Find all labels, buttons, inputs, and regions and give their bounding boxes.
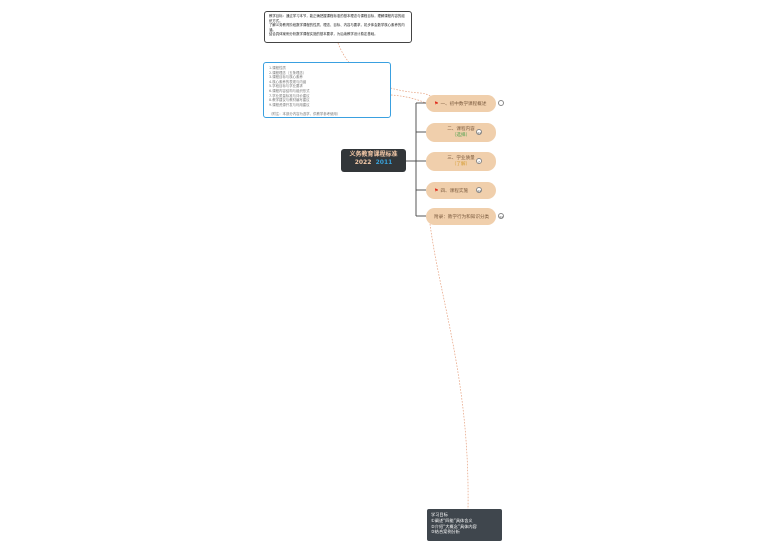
- topic-tag: （选择）: [451, 132, 471, 138]
- topic-tag: （了解）: [451, 161, 471, 167]
- flag-icon: ⚑: [434, 100, 439, 107]
- topic-label: 三、学业质量: [447, 156, 475, 161]
- topic-label: 一、初中数学课程概述: [440, 101, 487, 107]
- collapse-count[interactable]: 7: [476, 158, 482, 164]
- collapse-count[interactable]: 44: [476, 187, 482, 193]
- topic-appendix[interactable]: 附录：教学行为和知识分类: [426, 208, 496, 225]
- collapse-toggle[interactable]: [498, 100, 504, 106]
- topic-content[interactable]: 二、课程内容 （选择）: [426, 123, 496, 142]
- central-year-2022: 2022: [354, 159, 372, 166]
- central-year-2011: 2011: [375, 159, 393, 166]
- collapse-count[interactable]: 44: [476, 129, 482, 135]
- branch-lines: [406, 102, 426, 217]
- floating-topic-learning-goals[interactable]: 学习目标 ①阐述“四能”具体含义 ②介绍“大概念”具体内容 ③结合案例分析: [427, 509, 502, 541]
- relation-line-bottom: [429, 223, 469, 510]
- topic-implementation[interactable]: ⚑ 四、课程实施: [426, 182, 496, 199]
- note-learning-goals: 教学目标：通过学习本节，能正确把握课程标准的基本理念与课程目标，理解课程内容的组…: [264, 11, 412, 43]
- topic-label: 二、课程内容: [447, 127, 475, 132]
- central-title: 义务教育课程标准: [349, 151, 398, 158]
- note-outline: 1.课程性质 2.课程理念（五条理念） 3.课程目标与核心素养 4.核心素养的表…: [263, 62, 391, 118]
- topic-label: 附录：教学行为和知识分类: [434, 214, 490, 220]
- topic-overview[interactable]: ⚑ 一、初中数学课程概述: [426, 95, 496, 112]
- collapse-count[interactable]: 44: [498, 213, 504, 219]
- topic-label: 四、课程实施: [440, 188, 469, 194]
- central-topic[interactable]: 义务教育课程标准 2022 2011: [341, 149, 406, 172]
- flag-icon: ⚑: [434, 187, 439, 194]
- topic-quality[interactable]: 三、学业质量 （了解）: [426, 152, 496, 171]
